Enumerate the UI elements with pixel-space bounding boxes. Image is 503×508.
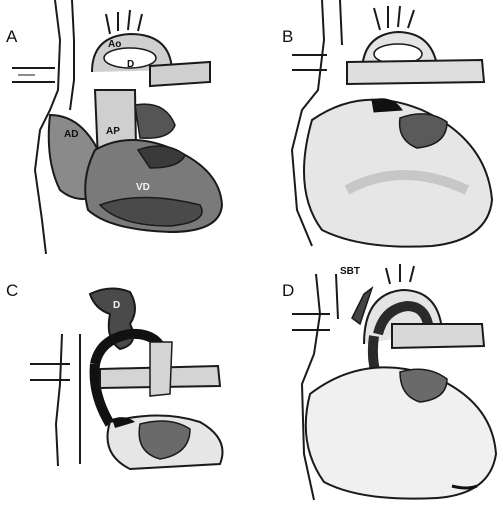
label-ad: AD <box>64 129 78 140</box>
panel-b-letter: B <box>282 27 293 46</box>
left-atrium-dark <box>135 104 175 138</box>
panel-a-letter: A <box>6 27 18 46</box>
pulmonary-artery-band <box>392 324 484 348</box>
panel-c: C D <box>0 254 251 508</box>
label-d: D <box>127 59 134 70</box>
panel-d: D SBT <box>252 254 503 508</box>
vena-cava-outline-inner <box>336 274 338 319</box>
panel-b-drawing: B <box>252 0 503 254</box>
heart-body <box>306 367 496 498</box>
vena-cava-outline <box>56 334 62 466</box>
head-vessels <box>106 10 142 34</box>
label-sbt: SBT <box>340 266 360 277</box>
label-ao: Ao <box>108 39 121 50</box>
head-vessels <box>374 6 414 30</box>
ascending-vessel <box>150 342 172 396</box>
label-d: D <box>113 300 120 311</box>
conduit-dark <box>372 99 402 112</box>
pulmonary-artery-band <box>347 60 484 84</box>
panel-c-drawing: C D <box>0 254 251 508</box>
head-vessels <box>386 264 414 284</box>
panel-d-drawing: D SBT <box>252 254 503 508</box>
vena-cava-outline-inner <box>70 0 74 110</box>
label-ap: AP <box>106 126 120 137</box>
pulmonary-artery-branch <box>150 62 210 86</box>
label-vd: VD <box>136 182 150 193</box>
pulmonary-vein-left <box>292 314 330 330</box>
panel-d-letter: D <box>282 281 294 300</box>
panel-b: B <box>252 0 503 254</box>
pulmonary-vein-left <box>30 364 70 380</box>
vena-cava-outline-inner <box>340 0 342 45</box>
panel-a-drawing: A Ao D AP AD VD <box>0 0 251 254</box>
panel-c-letter: C <box>6 281 18 300</box>
panel-a: A Ao D AP AD VD <box>0 0 251 254</box>
